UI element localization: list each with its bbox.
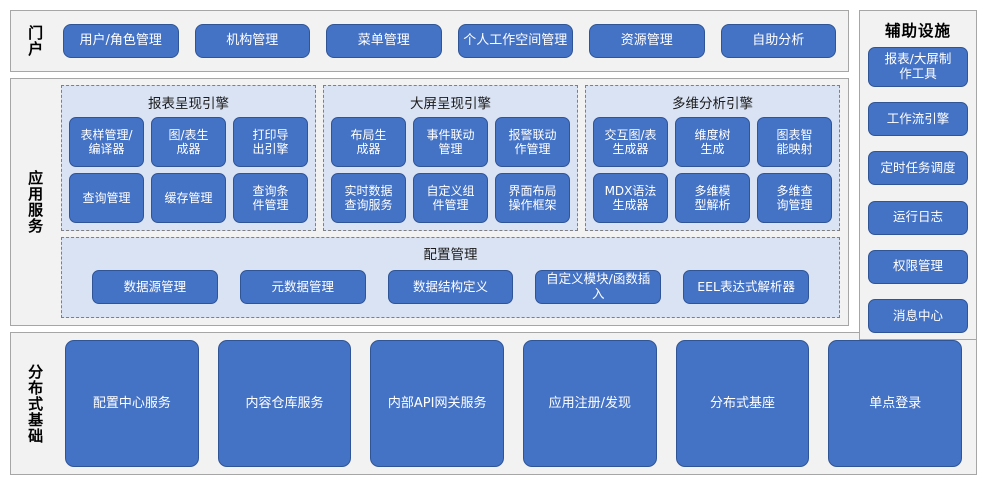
config-item-data-structure-definition[interactable]: 数据结构定义 — [387, 270, 514, 304]
engine-large-screen-rendering-grid: 布局生 成器 事件联动 管理 报警联动 作管理 实时数据 查询服务 自定义组 件… — [331, 117, 570, 223]
engine1-item-chart-table-generator[interactable]: 图/表生 成器 — [151, 117, 226, 167]
engine-multidimensional-analysis-title: 多维分析引擎 — [672, 96, 753, 112]
infra-item-distributed-base[interactable]: 分布式基座 — [675, 340, 810, 467]
engine-large-screen-rendering-title: 大屏呈现引擎 — [410, 96, 491, 112]
engine-multidimensional-analysis-grid: 交互图/表 生成器 维度树 生成 图表智 能映射 MDX语法 生成器 多维模 型… — [593, 117, 832, 223]
engine2-item-realtime-data-query-service[interactable]: 实时数据 查询服务 — [331, 173, 406, 223]
engine-report-rendering-title: 报表呈现引擎 — [148, 96, 229, 112]
portal-item-self-service-analysis[interactable]: 自助分析 — [720, 24, 836, 58]
engine-report-rendering: 报表呈现引擎 表样管理/ 编译器 图/表生 成器 打印导 出引擎 查询管理 缓存… — [61, 85, 316, 231]
engines-row: 报表呈现引擎 表样管理/ 编译器 图/表生 成器 打印导 出引擎 查询管理 缓存… — [61, 85, 840, 231]
aux-item-scheduled-task[interactable]: 定时任务调度 — [868, 151, 968, 186]
engine3-item-dimension-tree-generation[interactable]: 维度树 生成 — [675, 117, 750, 167]
infra-item-app-registry-discovery[interactable]: 应用注册/发现 — [523, 340, 657, 467]
configuration-management-row: 数据源管理 元数据管理 数据结构定义 自定义模块/函数插入 EEL表达式解析器 — [72, 267, 829, 309]
engine2-item-ui-layout-framework[interactable]: 界面布局 操作框架 — [495, 173, 570, 223]
aux-item-runtime-log[interactable]: 运行日志 — [868, 200, 968, 235]
portal-item-resource[interactable]: 资源管理 — [589, 24, 705, 58]
portal-section-label: 门户 — [26, 25, 45, 57]
config-item-custom-module-function-insert[interactable]: 自定义模块/函数插入 — [535, 270, 662, 304]
application-services-label: 应用服务 — [26, 170, 45, 234]
portal-item-menu[interactable]: 菜单管理 — [326, 24, 442, 58]
engine1-item-template-compiler[interactable]: 表样管理/ 编译器 — [69, 117, 144, 167]
engine-report-rendering-grid: 表样管理/ 编译器 图/表生 成器 打印导 出引擎 查询管理 缓存管理 查询条 … — [69, 117, 308, 223]
aux-item-message-center[interactable]: 消息中心 — [868, 298, 968, 333]
portal-item-workspace[interactable]: 个人工作空间管理 — [457, 24, 573, 58]
config-item-datasource-management[interactable]: 数据源管理 — [92, 270, 218, 304]
application-services-body: 报表呈现引擎 表样管理/ 编译器 图/表生 成器 打印导 出引擎 查询管理 缓存… — [59, 79, 848, 325]
engine2-item-custom-component-management[interactable]: 自定义组 件管理 — [413, 173, 488, 223]
config-item-metadata-management[interactable]: 元数据管理 — [239, 270, 366, 304]
infra-item-config-center-service[interactable]: 配置中心服务 — [65, 340, 199, 467]
engine-multidimensional-analysis: 多维分析引擎 交互图/表 生成器 维度树 生成 图表智 能映射 MDX语法 生成… — [585, 85, 840, 231]
engine1-item-query-condition-management[interactable]: 查询条 件管理 — [233, 173, 308, 223]
aux-item-report-screen-tool[interactable]: 报表/大屏制 作工具 — [868, 47, 968, 87]
infrastructure-section-label: 分布式基础 — [26, 363, 45, 444]
portal-row: 门户 用户/角色管理 机构管理 菜单管理 个人工作空间管理 资源管理 自助分析 — [10, 10, 849, 72]
configuration-management-title: 配置管理 — [423, 247, 478, 263]
engine3-item-multidim-model-parsing[interactable]: 多维模 型解析 — [675, 173, 750, 223]
engine2-item-layout-generator[interactable]: 布局生 成器 — [331, 117, 406, 167]
portal-item-user-role[interactable]: 用户/角色管理 — [63, 24, 179, 58]
engine-large-screen-rendering: 大屏呈现引擎 布局生 成器 事件联动 管理 报警联动 作管理 实时数据 查询服务… — [323, 85, 578, 231]
portal-section: 门户 用户/角色管理 机构管理 菜单管理 个人工作空间管理 资源管理 自助分析 — [10, 10, 849, 72]
engine3-item-multidim-query-management[interactable]: 多维查 询管理 — [757, 173, 832, 223]
infra-item-content-repository-service[interactable]: 内容仓库服务 — [217, 340, 352, 467]
auxiliary-section: 辅助设施 报表/大屏制 作工具 工作流引擎 定时任务调度 运行日志 权限管理 消… — [859, 10, 977, 340]
engine1-item-query-management[interactable]: 查询管理 — [69, 173, 144, 223]
engine2-item-event-linkage-management[interactable]: 事件联动 管理 — [413, 117, 488, 167]
portal-item-org[interactable]: 机构管理 — [194, 24, 310, 58]
auxiliary-section-title: 辅助设施 — [884, 22, 951, 40]
infrastructure-button-group: 配置中心服务 内容仓库服务 内部API网关服务 应用注册/发现 分布式基座 单点… — [59, 333, 976, 474]
configuration-management-panel: 配置管理 数据源管理 元数据管理 数据结构定义 自定义模块/函数插入 EEL表达… — [61, 237, 840, 318]
engine1-item-cache-management[interactable]: 缓存管理 — [151, 173, 226, 223]
infrastructure-section: 分布式基础 配置中心服务 内容仓库服务 内部API网关服务 应用注册/发现 分布… — [10, 332, 977, 475]
aux-item-permission[interactable]: 权限管理 — [868, 249, 968, 284]
application-services-section: 应用服务 报表呈现引擎 表样管理/ 编译器 图/表生 成器 打印导 出引擎 查询… — [10, 78, 849, 326]
engine3-item-interactive-chart-table-generator[interactable]: 交互图/表 生成器 — [593, 117, 668, 167]
auxiliary-button-group: 报表/大屏制 作工具 工作流引擎 定时任务调度 运行日志 权限管理 消息中心 — [860, 47, 976, 335]
engine2-item-alarm-linkage-action-management[interactable]: 报警联动 作管理 — [495, 117, 570, 167]
infra-item-single-sign-on[interactable]: 单点登录 — [828, 340, 963, 467]
config-item-eel-expression-parser[interactable]: EEL表达式解析器 — [683, 270, 809, 304]
engine3-item-mdx-syntax-generator[interactable]: MDX语法 生成器 — [593, 173, 668, 223]
portal-button-group: 用户/角色管理 机构管理 菜单管理 个人工作空间管理 资源管理 自助分析 — [59, 11, 848, 71]
infra-item-internal-api-gateway-service[interactable]: 内部API网关服务 — [370, 340, 505, 467]
engine1-item-print-export-engine[interactable]: 打印导 出引擎 — [233, 117, 308, 167]
aux-item-workflow-engine[interactable]: 工作流引擎 — [868, 102, 968, 137]
engine3-item-chart-smart-mapping[interactable]: 图表智 能映射 — [757, 117, 832, 167]
